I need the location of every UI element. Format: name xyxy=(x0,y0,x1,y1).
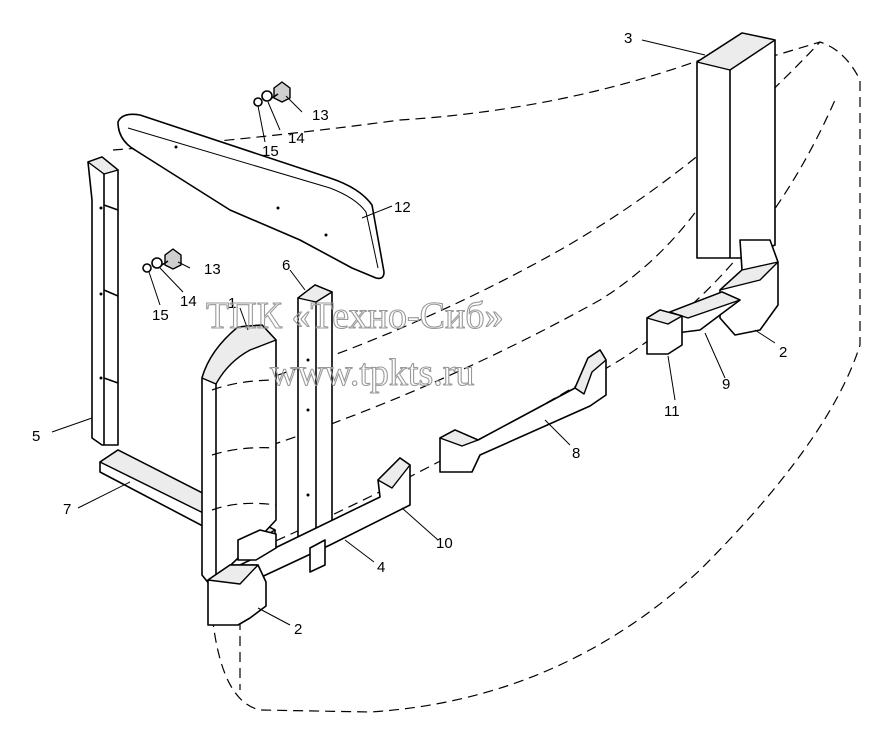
callout-9: 9 xyxy=(722,376,730,393)
callout-15-upper: 15 xyxy=(262,143,279,160)
callout-5: 5 xyxy=(32,428,40,445)
watermark-url: www.tpkts.ru xyxy=(270,352,474,394)
callout-3: 3 xyxy=(624,30,632,47)
part-1-block xyxy=(201,324,277,586)
callout-2-left: 2 xyxy=(294,621,302,638)
leader-lines xyxy=(51,39,776,626)
callout-13-upper: 13 xyxy=(312,107,329,124)
watermark: ТПК «Техно-Сиб» www.tpkts.ru xyxy=(205,294,504,394)
callout-7: 7 xyxy=(63,501,71,518)
callout-13-lower: 13 xyxy=(204,261,221,278)
part-2-right-bracket xyxy=(719,239,779,336)
callout-8: 8 xyxy=(572,445,580,462)
part-3-block xyxy=(696,32,776,259)
callout-14-upper: 14 xyxy=(288,130,305,147)
part-5-strip xyxy=(87,156,119,446)
callout-6: 6 xyxy=(282,257,290,274)
fastener-lower xyxy=(142,248,182,273)
callout-11: 11 xyxy=(664,403,680,420)
part-4-frame xyxy=(239,457,411,581)
callout-10: 10 xyxy=(436,535,453,552)
callout-2-right: 2 xyxy=(779,344,787,361)
callout-1: 1 xyxy=(228,295,236,312)
part-8-bar xyxy=(439,349,607,473)
callout-12: 12 xyxy=(394,199,411,216)
fastener-upper xyxy=(253,81,291,107)
part-2-left-bracket xyxy=(207,564,267,626)
part-11-cap xyxy=(646,309,683,355)
callout-labels: 3 1 6 12 13 14 15 13 14 15 5 7 4 10 2 2 … xyxy=(32,30,787,638)
part-1-foot xyxy=(237,529,277,561)
watermark-company: ТПК «Техно-Сиб» xyxy=(206,295,504,337)
callout-14-lower: 14 xyxy=(180,293,197,310)
callout-4: 4 xyxy=(377,559,385,576)
callout-15-lower: 15 xyxy=(152,307,169,324)
part-12-plate xyxy=(117,113,385,280)
